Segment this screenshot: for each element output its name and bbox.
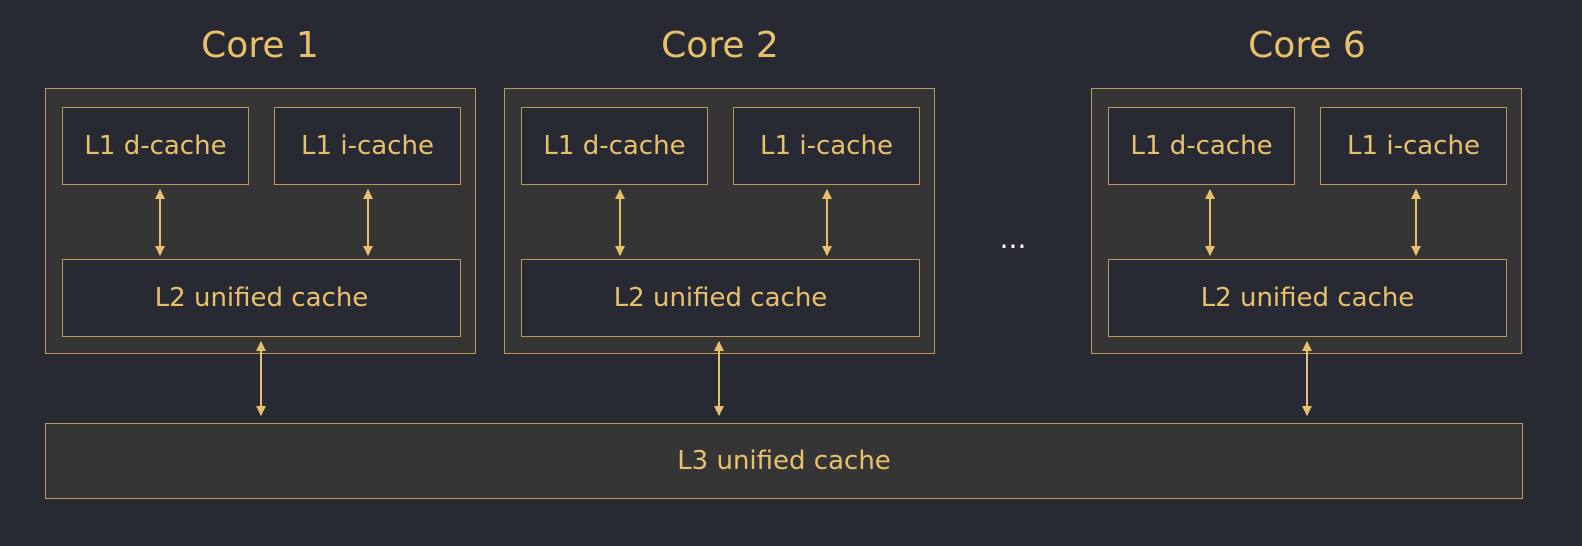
l2-unified-cache-label: L2 unified cache	[154, 283, 369, 313]
l1-d-cache-box: L1 d-cache	[521, 107, 708, 185]
l2-unified-cache-box: L2 unified cache	[1108, 259, 1507, 337]
l1-i-cache-box: L1 i-cache	[1320, 107, 1507, 185]
core-2-title: Core 2	[661, 25, 779, 66]
l1-d-cache-box: L1 d-cache	[62, 107, 249, 185]
l3-unified-cache-box: L3 unified cache	[45, 423, 1523, 499]
l2-unified-cache-label: L2 unified cache	[613, 283, 828, 313]
l1-i-cache-box: L1 i-cache	[733, 107, 920, 185]
l1-d-cache-label: L1 d-cache	[84, 131, 227, 161]
l2-unified-cache-label: L2 unified cache	[1200, 283, 1415, 313]
core-6-box: L1 d-cache L1 i-cache L2 unified cache	[1091, 88, 1522, 354]
ellipsis: ...	[999, 222, 1027, 255]
core-6-title: Core 6	[1248, 25, 1366, 66]
l1-d-cache-label: L1 d-cache	[1130, 131, 1273, 161]
l2-unified-cache-box: L2 unified cache	[62, 259, 461, 337]
l1-i-cache-label: L1 i-cache	[760, 131, 893, 161]
l1-i-cache-label: L1 i-cache	[301, 131, 434, 161]
l1-d-cache-label: L1 d-cache	[543, 131, 686, 161]
l2-unified-cache-box: L2 unified cache	[521, 259, 920, 337]
core-1-title: Core 1	[201, 25, 319, 66]
l1-d-cache-box: L1 d-cache	[1108, 107, 1295, 185]
l1-i-cache-box: L1 i-cache	[274, 107, 461, 185]
core-2-box: L1 d-cache L1 i-cache L2 unified cache	[504, 88, 935, 354]
l1-i-cache-label: L1 i-cache	[1347, 131, 1480, 161]
core-1-box: L1 d-cache L1 i-cache L2 unified cache	[45, 88, 476, 354]
l3-unified-cache-label: L3 unified cache	[677, 446, 891, 476]
